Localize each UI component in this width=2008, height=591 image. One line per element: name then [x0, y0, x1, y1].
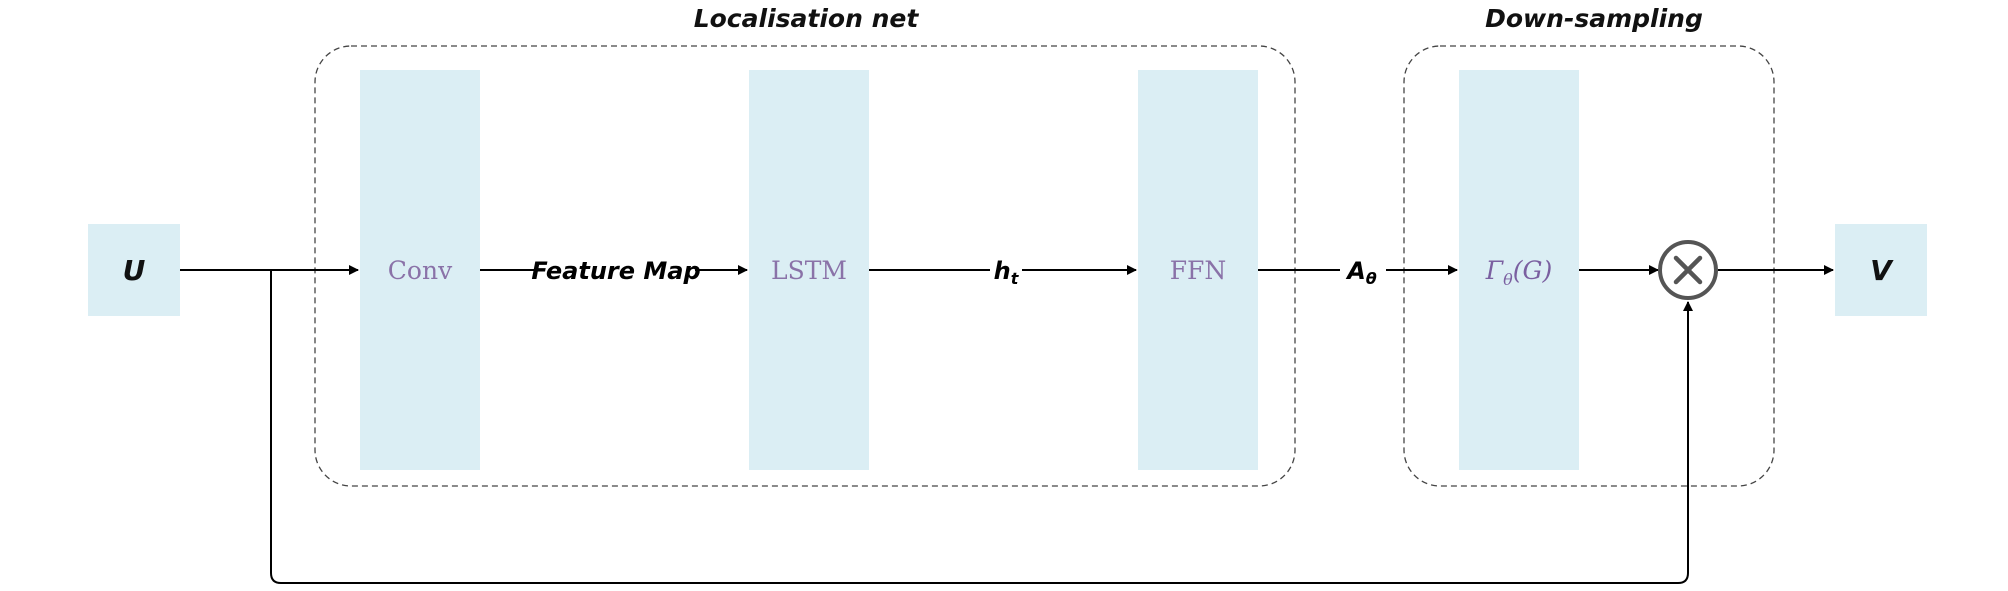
output-label: V	[1870, 254, 1894, 287]
hidden-state-label: ht	[994, 257, 1020, 288]
feature-map-label: Feature Map	[531, 257, 700, 285]
output-node	[1835, 224, 1927, 316]
transform-label: Γθ(G)	[1485, 256, 1552, 289]
conv-label: Conv	[388, 256, 453, 285]
hidden-state-label-bg	[990, 254, 1022, 286]
input-label: U	[123, 254, 146, 287]
lstm-label: LSTM	[771, 256, 847, 285]
localisation-net-title: Localisation net	[694, 4, 920, 33]
ffn-label: FFN	[1170, 256, 1227, 285]
feature-map-label-bg	[540, 254, 695, 286]
transform-block	[1459, 70, 1579, 470]
down-sampling-title: Down-sampling	[1485, 4, 1703, 33]
lstm-block	[749, 70, 869, 470]
affine-params-label-bg	[1340, 254, 1386, 286]
multiply-icon	[1658, 240, 1718, 300]
localisation-net-group	[314, 45, 1296, 487]
ffn-block	[1138, 70, 1258, 470]
affine-params-label: Aθ	[1345, 257, 1377, 288]
edge-skip-input-to-multiply	[270, 270, 1693, 584]
conv-block	[360, 70, 480, 470]
input-node	[88, 224, 180, 316]
